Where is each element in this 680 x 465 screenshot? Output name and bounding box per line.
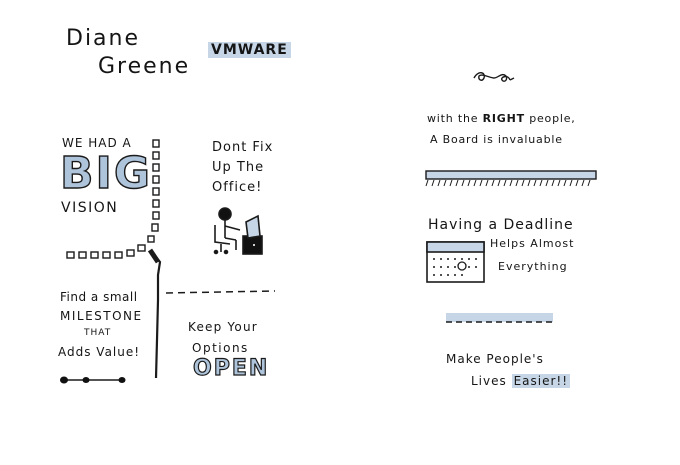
board-line-2: A Board is invaluable xyxy=(430,133,563,146)
people-line-2: Lives Easier!! xyxy=(471,374,571,388)
person-at-desk-icon xyxy=(213,207,263,255)
people-highlight: Easier!! xyxy=(511,374,571,388)
options-line-1: Keep Your xyxy=(188,320,258,334)
speaker-last-name: Greene xyxy=(98,54,191,79)
board-prefix: with the xyxy=(427,112,483,125)
dotted-path xyxy=(66,139,160,259)
speaker-first-name: Diane xyxy=(66,26,141,51)
milestone-line-3: THAT xyxy=(84,328,112,338)
ornament-icon xyxy=(473,72,515,82)
options-line-2: Options xyxy=(192,341,249,355)
people-line-1: Make People's xyxy=(446,352,544,366)
vision-line-3: VISION xyxy=(61,200,119,216)
office-line-3: Office! xyxy=(212,180,263,195)
board-emphasis: RIGHT xyxy=(482,112,525,125)
vision-big-word: BIG xyxy=(59,147,153,199)
people-line-2-prefix: Lives xyxy=(471,374,512,388)
board-suffix: people, xyxy=(524,112,576,125)
company-label: VMWARE xyxy=(208,42,291,58)
dashed-divider xyxy=(165,290,276,294)
office-line-1: Dont Fix xyxy=(212,140,274,155)
deadline-line-3: Everything xyxy=(498,260,568,273)
board-table-icon xyxy=(425,170,597,187)
deadline-line-1: Having a Deadline xyxy=(428,217,574,233)
board-line-1: with the RIGHT people, xyxy=(427,112,576,125)
calendar-icon xyxy=(426,241,485,283)
options-big-word: OPEN xyxy=(192,355,270,381)
milestone-line-1: Find a small xyxy=(60,290,138,304)
deadline-line-2: Helps Almost xyxy=(490,237,575,250)
milestone-line-2: MILESTONE xyxy=(60,309,143,323)
vision-line-1: WE HAD A xyxy=(62,136,132,150)
milestone-line xyxy=(60,376,126,384)
office-line-2: Up The xyxy=(212,160,265,175)
divider-line xyxy=(151,251,162,379)
milestone-line-4: Adds Value! xyxy=(58,345,141,359)
